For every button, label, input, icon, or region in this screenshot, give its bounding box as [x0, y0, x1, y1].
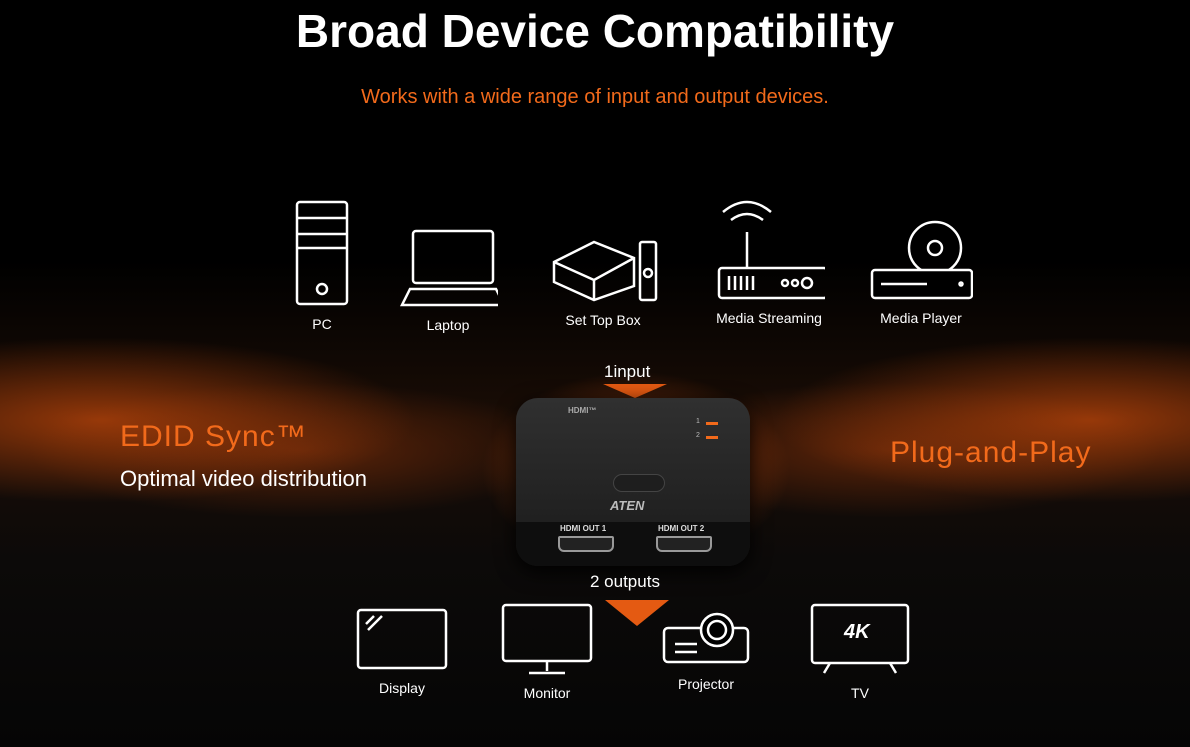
set-top-box-icon — [552, 240, 658, 302]
output-device-tv: 4K TV — [805, 603, 915, 701]
led-1-label: 1 — [696, 418, 700, 425]
input-device-set-top-box: Set Top Box — [548, 240, 658, 328]
hdmi-out-2-port — [656, 536, 712, 552]
feature-edid-desc: Optimal video distribution — [120, 466, 368, 491]
laptop-icon — [399, 229, 498, 307]
hdmi-logo: HDMI™ — [568, 406, 597, 415]
hdmi-out-1-port — [558, 536, 614, 552]
device-label: Display — [379, 680, 425, 696]
input-count-label: 1input — [604, 362, 651, 381]
hdmi-splitter-device: HDMI™ 1 2 ATEN HDMI OUT 1 HDMI OUT 2 — [516, 398, 750, 566]
led-1-indicator — [706, 422, 718, 425]
display-icon — [356, 608, 448, 670]
device-label: Set Top Box — [565, 312, 641, 328]
output-count-label: 2 outputs — [590, 572, 660, 591]
switch-button[interactable] — [613, 474, 665, 492]
router-icon — [717, 200, 825, 300]
input-device-media-player: Media Player — [866, 220, 976, 326]
device-label: TV — [851, 685, 869, 701]
led-2-label: 2 — [696, 432, 700, 439]
brand-logo: ATEN — [610, 498, 645, 513]
output-device-monitor: Monitor — [497, 603, 597, 701]
device-label: Projector — [677, 676, 735, 692]
input-device-pc: PC — [282, 200, 362, 332]
input-device-media-streaming: Media Streaming — [705, 198, 833, 326]
input-arrow-icon — [603, 384, 667, 398]
subtitle: Works with a wide range of input and out… — [361, 86, 829, 108]
pc-tower-icon — [295, 200, 349, 306]
tv-4k-icon: 4K — [810, 603, 910, 675]
media-player-icon — [870, 220, 973, 300]
output-device-projector: Projector — [656, 610, 756, 692]
port-1-label: HDMI OUT 1 — [560, 524, 607, 533]
port-2-label: HDMI OUT 2 — [658, 524, 705, 533]
device-label: Monitor — [523, 685, 571, 701]
monitor-icon — [501, 603, 593, 675]
device-label: Media Player — [880, 310, 962, 326]
output-arrow-icon — [605, 600, 669, 626]
page-title: Broad Device Compatibility — [295, 5, 895, 57]
tv-4k-badge: 4K — [844, 621, 870, 643]
projector-icon — [662, 612, 750, 664]
feature-edid-title: EDID Sync™ — [120, 420, 307, 453]
output-device-display: Display — [352, 608, 452, 696]
feature-plug-and-play: Plug-and-Play — [890, 436, 1092, 469]
input-device-laptop: Laptop — [393, 229, 503, 333]
device-label: Media Streaming — [716, 310, 822, 326]
device-label: PC — [312, 316, 332, 332]
led-2-indicator — [706, 436, 718, 439]
device-label: Laptop — [426, 317, 470, 333]
